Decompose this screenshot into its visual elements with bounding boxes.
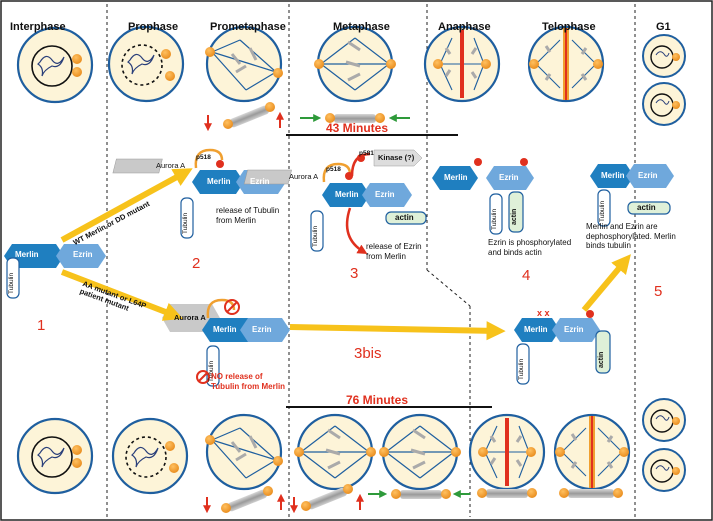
phase-prometaphase: Prometaphase — [210, 21, 286, 33]
annotation-3bis: NO release of Tubulin from Merlin — [211, 372, 286, 391]
cell-anaphase-bottom — [468, 413, 546, 491]
cell-interphase-top — [16, 26, 94, 104]
duration-wt: 43 Minutes — [326, 121, 389, 135]
label-actin-mutant-right: actin — [598, 351, 605, 368]
label-merlin-4: Merlin — [444, 173, 468, 182]
label-tubulin-mutant-right: Tubulin — [518, 358, 525, 380]
label-p518-2: p518 — [196, 154, 211, 161]
label-aurora-2: Aurora A — [156, 161, 186, 170]
label-tubulin-5: Tubulin — [599, 200, 606, 222]
spindle-rods-bottom — [203, 484, 623, 514]
cell-anaphase-top — [423, 25, 501, 103]
label-actin-5: actin — [637, 203, 656, 212]
label-ezrin-3: Ezrin — [375, 190, 395, 199]
protein-complex-1 — [4, 244, 106, 299]
label-p581-3: p581 — [359, 150, 374, 157]
cell-metaphase-top — [314, 25, 396, 103]
cell-prophase-top — [107, 25, 185, 103]
label-ezrin-2: Ezrin — [250, 177, 270, 186]
label-merlin-2: Merlin — [207, 177, 231, 186]
phase-anaphase: Anaphase — [438, 21, 491, 33]
label-merlin-3bis: Merlin — [213, 325, 237, 334]
annotation-5: Merlin and Ezrin are dephosphorylated. M… — [586, 222, 676, 251]
step-3bis: 3bis — [354, 345, 382, 362]
step-3: 3 — [350, 265, 359, 282]
cell-interphase-bottom — [16, 417, 94, 495]
label-ezrin-4: Ezrin — [499, 173, 519, 182]
spindle-rods-top — [204, 102, 410, 132]
protein-complex-3bis — [162, 298, 290, 387]
svg-text:x x: x x — [537, 308, 550, 318]
label-tubulin-3: Tubulin — [312, 225, 319, 247]
label-ezrin-1: Ezrin — [73, 250, 93, 259]
label-aurora-3: Aurora A — [289, 172, 319, 181]
cells-g1-bottom — [642, 398, 686, 492]
label-merlin-3: Merlin — [335, 190, 359, 199]
protein-complex-4 — [432, 158, 534, 235]
step-5: 5 — [654, 283, 663, 300]
phase-telophase: Telophase — [542, 21, 596, 33]
cell-prometaphase-bottom — [205, 413, 283, 491]
label-ezrin-5: Ezrin — [638, 171, 658, 180]
protein-complex-3 — [243, 149, 427, 255]
label-merlin-1: Merlin — [15, 250, 39, 259]
label-ezrin-mutant-right: Ezrin — [564, 325, 584, 334]
phase-interphase: Interphase — [10, 21, 66, 33]
annotation-4: Ezrin is phosphorylated and binds actin — [488, 238, 572, 257]
cell-metaphase-bottom-2 — [379, 413, 461, 491]
phase-metaphase: Metaphase — [333, 21, 390, 33]
label-ezrin-3bis: Ezrin — [252, 325, 272, 334]
label-aurora-3bis: Aurora A — [174, 313, 206, 322]
phase-separators — [106, 4, 636, 517]
cell-telophase-top — [527, 25, 605, 103]
label-merlin-mutant-right: Merlin — [524, 325, 548, 334]
label-p518-3: p518 — [326, 166, 341, 173]
phase-g1: G1 — [656, 21, 671, 33]
step-1: 1 — [37, 317, 46, 334]
annotation-3: release of Ezrin from Merlin — [366, 242, 422, 261]
cell-prometaphase-top — [205, 25, 283, 103]
duration-mutant: 76 Minutes — [346, 393, 409, 407]
label-tubulin-1: Tubulin — [8, 272, 15, 294]
annotation-2: release of Tubulin from Merlin — [216, 206, 280, 225]
label-tubulin-4: Tubulin — [491, 208, 498, 230]
protein-complex-mutant-right: x x — [514, 308, 611, 385]
cell-prophase-bottom — [111, 417, 189, 495]
protein-complex-5 — [590, 164, 674, 227]
phase-prophase: Prophase — [128, 21, 179, 33]
cell-metaphase-bottom-1 — [294, 413, 376, 491]
cells-g1-top — [642, 34, 686, 126]
pathway-arrows — [60, 168, 631, 341]
label-merlin-5: Merlin — [601, 171, 625, 180]
label-actin-4: actin — [511, 208, 518, 225]
cell-telophase-bottom — [553, 413, 631, 491]
label-tubulin-2: Tubulin — [182, 212, 189, 234]
step-2: 2 — [192, 255, 201, 272]
label-actin-3: actin — [395, 213, 414, 222]
step-4: 4 — [522, 267, 531, 284]
label-kinase: Kinase (?) — [378, 153, 415, 162]
